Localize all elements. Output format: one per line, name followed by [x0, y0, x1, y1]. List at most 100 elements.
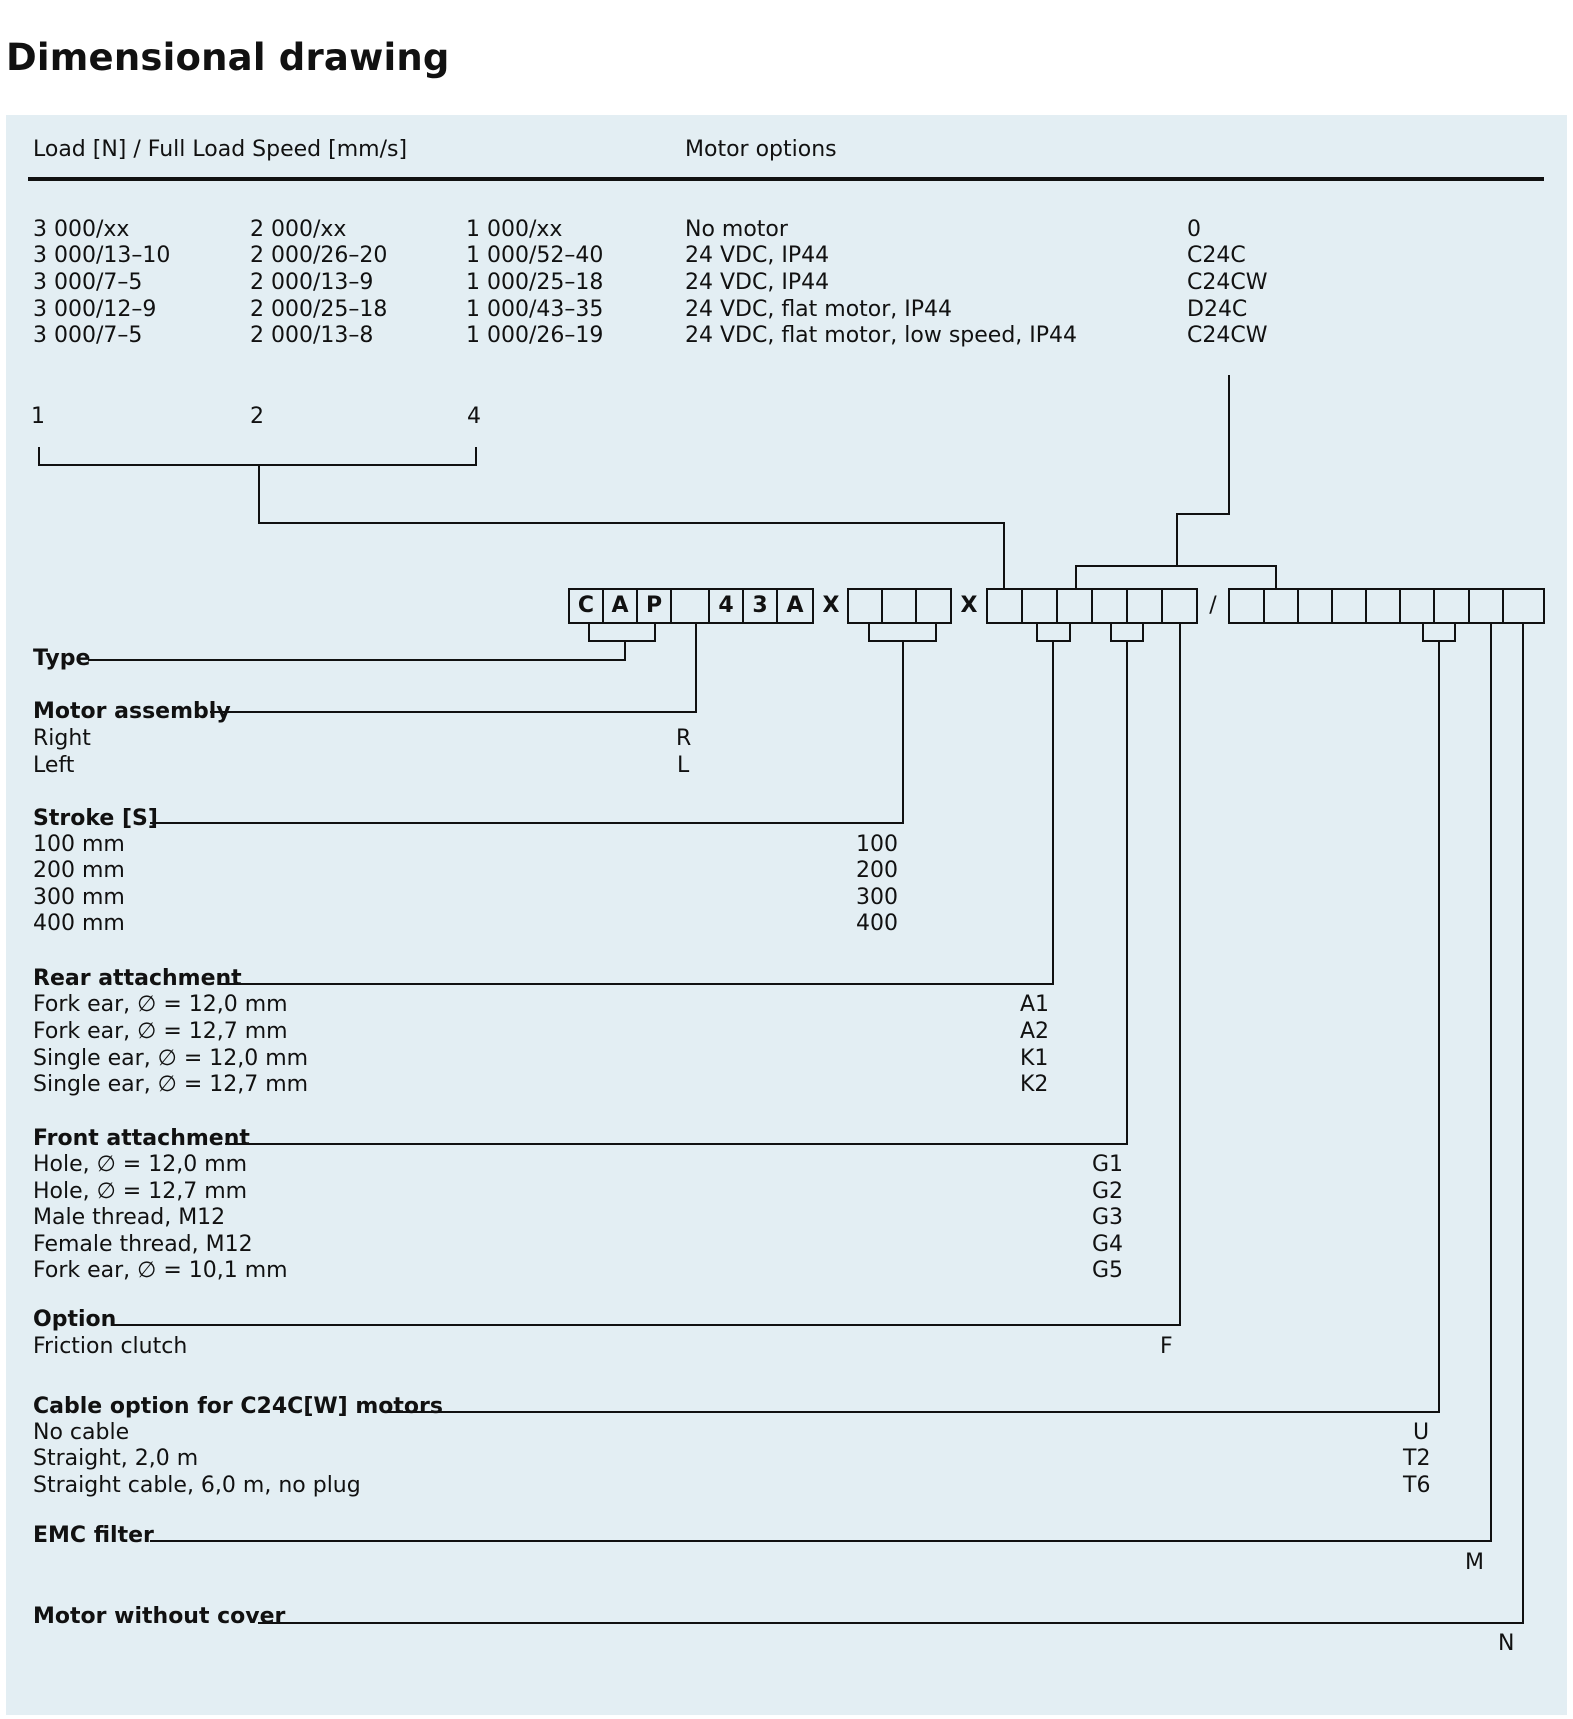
option-item: Hole, ∅ = 12,7 mm — [33, 1179, 248, 1204]
motor-option-code: C24C — [1187, 243, 1246, 268]
option-code: G4 — [1092, 1232, 1124, 1257]
option-item: Single ear, ∅ = 12,0 mm — [33, 1046, 309, 1071]
load-cell: 3 000/7–5 — [33, 323, 143, 348]
option-item: Male thread, M12 — [33, 1205, 226, 1230]
option-code: G5 — [1092, 1258, 1124, 1283]
load-cell: 1 000/52–40 — [466, 243, 604, 268]
option-item: 400 mm — [33, 911, 125, 936]
stroke-connector — [150, 641, 904, 824]
motor-option-name: No motor — [685, 217, 788, 242]
option-code: G3 — [1092, 1205, 1124, 1230]
rear-connector — [220, 641, 1054, 985]
stroke-bracket — [868, 623, 937, 642]
motor-option-name: 24 VDC, flat motor, IP44 — [685, 297, 953, 322]
option-code: F — [1160, 1334, 1173, 1359]
load-cell: 3 000/xx — [33, 217, 130, 242]
option-item: No cable — [33, 1420, 130, 1445]
option-code: 300 — [856, 885, 898, 910]
option-code: 200 — [856, 858, 898, 883]
option-code: K2 — [1020, 1072, 1049, 1097]
option-item: Friction clutch — [33, 1334, 188, 1359]
code-box-letter: A — [786, 593, 804, 618]
page-title: Dimensional drawing — [6, 36, 450, 79]
box-group-4 — [1228, 588, 1545, 624]
option-item: Fork ear, ∅ = 12,7 mm — [33, 1019, 288, 1044]
load-cell: 2 000/13–8 — [250, 323, 374, 348]
load-code: 1 — [31, 404, 45, 429]
code-separator: / — [1209, 593, 1217, 618]
option-item: Straight, 2,0 m — [33, 1446, 199, 1471]
option-connector — [112, 623, 1181, 1326]
motor-assembly-connector — [210, 623, 697, 713]
option-code: K1 — [1020, 1046, 1049, 1071]
section-emc-filter-label: EMC filter — [33, 1523, 154, 1548]
section-cable-option-label: Cable option for C24C[W] motors — [33, 1394, 443, 1419]
load-cell: 2 000/26–20 — [250, 243, 388, 268]
load-cell: 1 000/26–19 — [466, 323, 604, 348]
motor-option-code: C24CW — [1187, 270, 1268, 295]
cable-bracket — [1422, 623, 1456, 642]
type-connector — [88, 641, 626, 661]
load-cell: 1 000/xx — [466, 217, 563, 242]
code-box-letter: A — [611, 593, 629, 618]
box-group-3 — [986, 588, 1198, 624]
option-item: 300 mm — [33, 885, 125, 910]
section-front-attachment-label: Front attachment — [33, 1126, 250, 1151]
motor-option-code: C24CW — [1187, 323, 1268, 348]
load-connector — [258, 465, 1005, 589]
option-item: Fork ear, ∅ = 10,1 mm — [33, 1258, 288, 1283]
option-item: 100 mm — [33, 832, 125, 857]
code-box-letter: C — [577, 593, 595, 618]
code-separator: X — [960, 593, 978, 618]
cable-connector — [385, 641, 1440, 1413]
option-code: 100 — [856, 832, 898, 857]
section-type-label: Type — [33, 646, 91, 671]
load-cell: 2 000/25–18 — [250, 297, 388, 322]
section-option-label: Option — [33, 1307, 117, 1332]
front-bracket — [1110, 623, 1144, 642]
box-group-1 — [568, 588, 814, 624]
rear-bracket — [1036, 623, 1071, 642]
load-code: 4 — [467, 404, 481, 429]
front-connector — [225, 641, 1128, 1145]
ordering-key-panel — [6, 115, 1567, 1715]
option-code: G1 — [1092, 1152, 1124, 1177]
option-code: 400 — [856, 911, 898, 936]
motor-cover-connector — [258, 623, 1524, 1624]
option-code: M — [1465, 1550, 1484, 1575]
motor-option-name: 24 VDC, IP44 — [685, 270, 830, 295]
load-cell: 2 000/xx — [250, 217, 347, 242]
option-item: Single ear, ∅ = 12,7 mm — [33, 1072, 309, 1097]
motor-option-code: 0 — [1187, 217, 1201, 242]
option-item: Straight cable, 6,0 m, no plug — [33, 1473, 361, 1498]
code-box-letter: P — [645, 593, 663, 618]
section-rear-attachment-label: Rear attachment — [33, 966, 242, 991]
option-item: Left — [33, 753, 75, 778]
section-stroke-label: Stroke [S] — [33, 806, 158, 831]
code-box-letter — [673, 589, 707, 623]
option-code: N — [1498, 1631, 1515, 1656]
section-motor-without-cover-label: Motor without cover — [33, 1604, 286, 1629]
motor-option-name: 24 VDC, flat motor, low speed, IP44 — [685, 323, 1078, 348]
option-code: T6 — [1403, 1473, 1431, 1498]
motor-option-bracket — [1075, 565, 1277, 589]
motor-option-code: D24C — [1187, 297, 1248, 322]
motor-option-connector — [1176, 375, 1230, 565]
option-item: Hole, ∅ = 12,0 mm — [33, 1152, 248, 1177]
emc-connector — [150, 623, 1492, 1542]
type-bracket — [588, 623, 656, 642]
load-cell: 2 000/13–9 — [250, 270, 374, 295]
code-box-letter: 3 — [752, 593, 768, 618]
code-separator: X — [822, 593, 840, 618]
code-box-letter: 4 — [718, 593, 734, 618]
load-cell: 1 000/43–35 — [466, 297, 604, 322]
option-item: Female thread, M12 — [33, 1232, 253, 1257]
option-item: Right — [33, 726, 91, 751]
header-load: Load [N] / Full Load Speed [mm/s] — [33, 137, 408, 162]
option-code: A1 — [1020, 992, 1050, 1017]
header-motor-options: Motor options — [685, 137, 837, 162]
option-code: L — [677, 753, 690, 778]
load-cell: 1 000/25–18 — [466, 270, 604, 295]
load-cell: 3 000/7–5 — [33, 270, 143, 295]
